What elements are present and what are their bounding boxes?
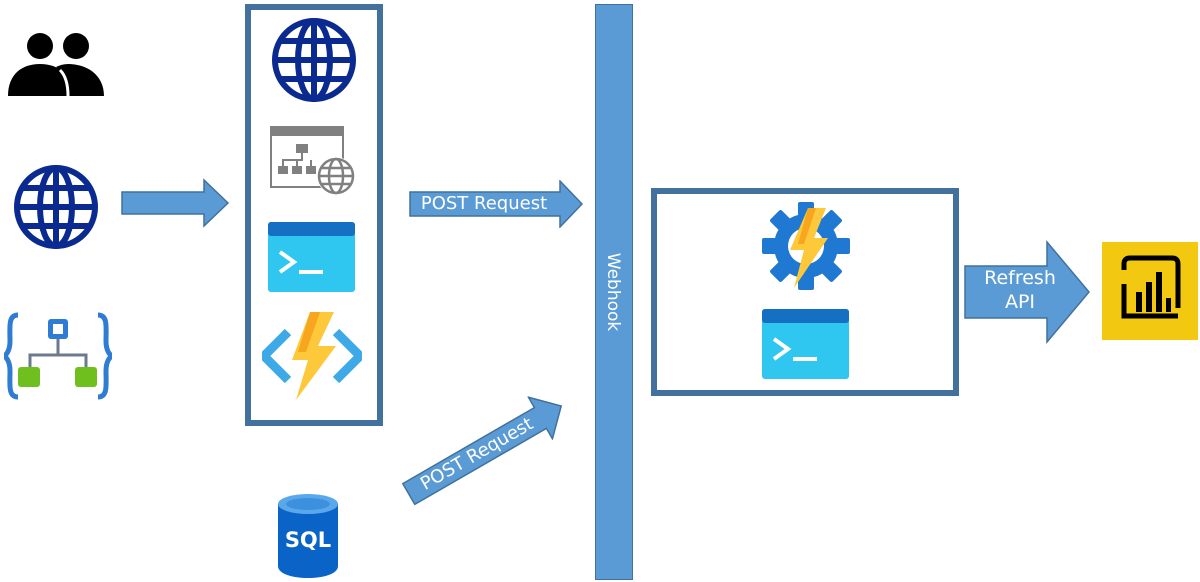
automation-icon — [762, 202, 850, 290]
sql-database-icon — [278, 494, 338, 578]
arrow-refresh-api — [964, 240, 1090, 344]
globe-icon — [14, 165, 98, 249]
refresh-label-line2: API — [1004, 291, 1036, 313]
arrow-sources-to-callers — [121, 178, 230, 228]
azure-function-icon — [262, 312, 362, 400]
web-app-icon — [270, 126, 355, 195]
powershell-icon — [268, 222, 355, 292]
webhook-label: Webhook — [603, 252, 623, 332]
refresh-label-line1: Refresh — [984, 267, 1056, 289]
sql-label: SQL — [284, 528, 332, 552]
post-request-top-label: POST Request — [420, 193, 548, 214]
power-bi-icon — [1102, 242, 1198, 340]
globe-icon — [272, 18, 356, 102]
logic-app-icon — [4, 312, 112, 400]
refresh-api-label: Refresh API — [970, 266, 1070, 314]
arrow-post-request-top — [409, 180, 584, 228]
arrow-post-request-bottom — [401, 396, 563, 506]
powershell-icon — [762, 309, 849, 379]
webhook-bar — [595, 4, 633, 580]
users-icon — [8, 33, 104, 97]
arrow-post-request-bottom-wrap: POST Request — [395, 383, 576, 516]
